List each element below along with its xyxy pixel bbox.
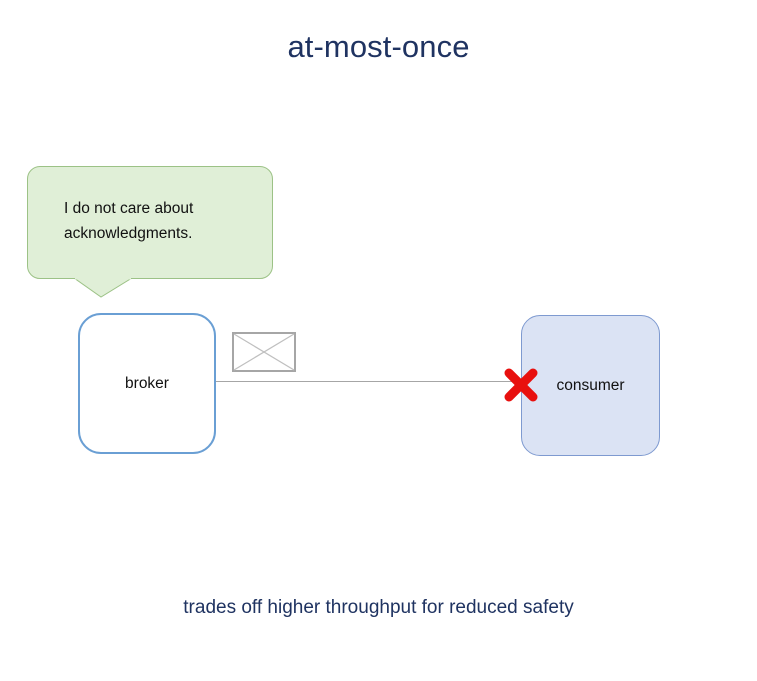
speech-bubble-callout: I do not care about acknowledgments. [27, 166, 273, 298]
broker-node[interactable]: broker [78, 313, 216, 454]
page-title: at-most-once [287, 29, 470, 64]
speech-bubble-body [27, 166, 273, 279]
speech-bubble-tail-icon [74, 278, 132, 298]
speech-bubble-line-1: I do not care about [64, 200, 194, 217]
crossed-box-placeholder-icon [232, 332, 296, 372]
consumer-node[interactable]: consumer [521, 315, 660, 456]
speech-bubble-line-2: acknowledgments. [64, 225, 193, 242]
broker-node-label: broker [125, 374, 169, 392]
red-x-icon [504, 368, 538, 402]
slide-caption: trades off higher throughput for reduced… [183, 597, 574, 618]
speech-bubble-text: I do not care about acknowledgments. [64, 196, 264, 246]
consumer-node-label: consumer [556, 376, 625, 394]
broker-consumer-connector [216, 381, 521, 382]
